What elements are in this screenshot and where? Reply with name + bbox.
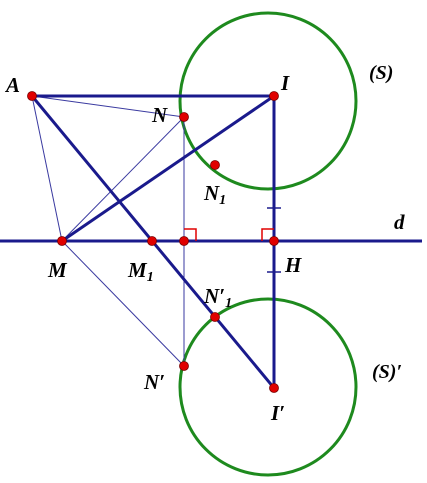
point-A: [27, 91, 37, 101]
label-H: H: [284, 253, 302, 277]
circle-S: [178, 11, 358, 191]
label-M1: M1: [127, 258, 154, 285]
circle-S-prime: [178, 297, 358, 477]
point-N1prime: [210, 312, 220, 322]
point-foot: [179, 236, 189, 246]
label-M: M: [47, 258, 68, 282]
point-M: [57, 236, 67, 246]
label-N1-sub: 1: [219, 193, 226, 208]
label-N1prime: N′1: [203, 284, 232, 311]
point-H: [269, 236, 279, 246]
label-Iprime: I′: [270, 401, 285, 425]
label-N: N: [151, 103, 168, 127]
label-M1-main: M: [127, 258, 148, 282]
label-d: d: [394, 210, 405, 234]
label-N1prime-sub: 1: [225, 296, 232, 311]
right-angle-marker-1: [184, 228, 197, 241]
segment-A-M: [31, 95, 63, 242]
label-S: (S): [369, 62, 393, 84]
point-Iprime: [269, 383, 279, 393]
label-N1prime-main: N′: [203, 284, 225, 308]
segment-M-Nprime: [61, 240, 185, 367]
point-Nprime: [179, 361, 189, 371]
label-N1: N1: [203, 181, 226, 208]
label-N1-main: N: [203, 181, 220, 205]
point-N: [179, 112, 189, 122]
point-I: [269, 91, 279, 101]
right-angle-marker-2: [261, 228, 274, 241]
label-I: I: [280, 71, 290, 95]
segment-M-I: [61, 94, 275, 243]
segment-A-N: [31, 95, 185, 118]
label-Nprime: N′: [143, 370, 165, 394]
label-Sprime: (S)′: [372, 361, 402, 383]
segment-M-N: [61, 116, 185, 242]
point-M1: [147, 236, 157, 246]
label-A: A: [4, 73, 20, 97]
point-N1: [210, 160, 220, 170]
label-M1-sub: 1: [147, 270, 154, 285]
